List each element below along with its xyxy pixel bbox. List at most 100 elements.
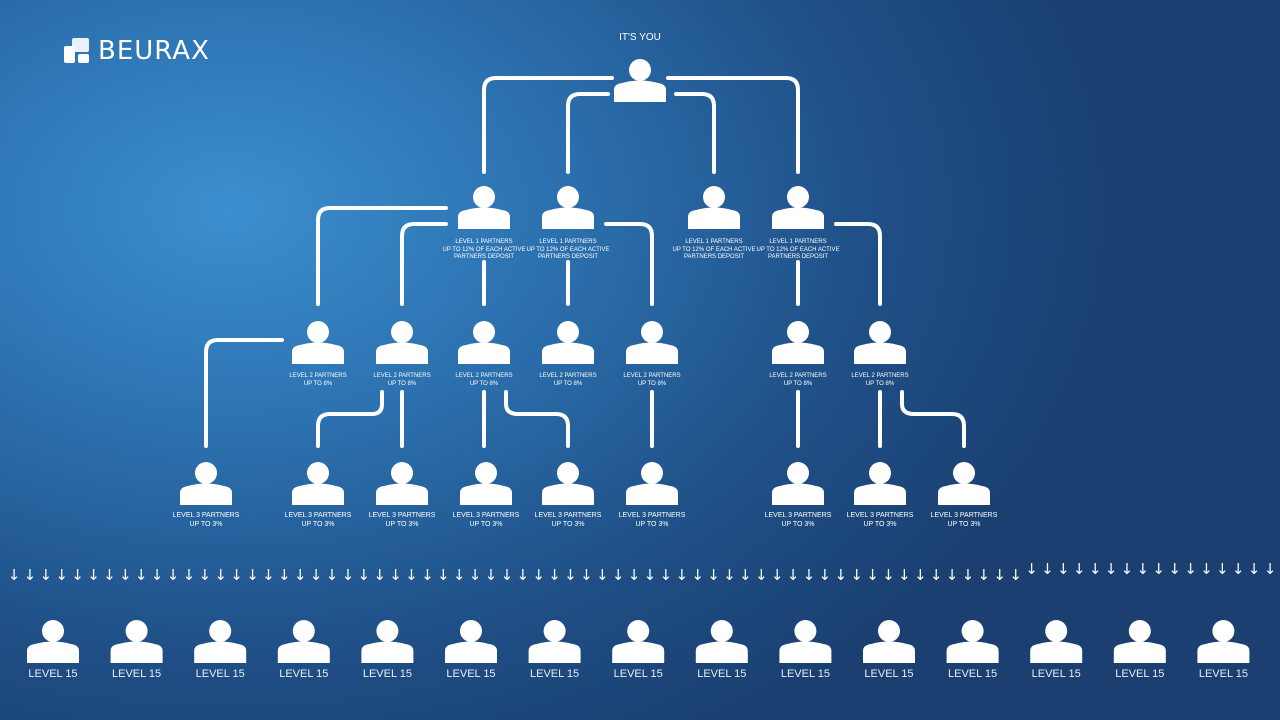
down-arrow-icon: ↓ [1216, 560, 1229, 578]
connector-line [666, 76, 800, 174]
level3-title: LEVEL 3 PARTNERS [369, 512, 436, 519]
level15-person-icon [779, 620, 832, 663]
person-body-icon [772, 207, 824, 229]
person-body-icon [458, 207, 510, 229]
down-arrow-icon: ↓ [1137, 560, 1150, 578]
person-body-icon [688, 207, 740, 229]
person-head-icon [557, 462, 579, 484]
person-head-icon [1128, 620, 1151, 642]
level15-person-icon [1197, 620, 1250, 663]
down-arrow-icon: ↓ [342, 566, 355, 584]
brand-name: BEURAX [98, 36, 210, 66]
person-body-icon [292, 342, 344, 364]
level3-detail: UP TO 3% [385, 521, 418, 528]
person-body-icon [27, 641, 79, 663]
down-arrow-icon: ↓ [1200, 560, 1213, 578]
down-arrow-icon: ↓ [246, 566, 259, 584]
person-head-icon [641, 321, 663, 343]
down-arrow-icon: ↓ [1009, 566, 1022, 584]
person-body-icon [194, 641, 247, 663]
person-head-icon [292, 620, 315, 642]
connector-line [900, 390, 966, 448]
connector-line [604, 222, 654, 306]
person-head-icon [787, 186, 809, 208]
person-head-icon [869, 321, 891, 343]
person-head-icon [557, 186, 579, 208]
person-body-icon [542, 483, 594, 505]
level3-person-icon [626, 462, 678, 505]
down-arrow-icon: ↓ [1073, 560, 1086, 578]
logo-mark-icon [64, 38, 90, 64]
person-body-icon [863, 641, 915, 663]
level2-person-icon [376, 321, 428, 364]
level3-title: LEVEL 3 PARTNERS [847, 512, 914, 519]
person-body-icon [626, 342, 678, 364]
level2-detail: UP TO 8% [470, 381, 499, 387]
person-head-icon [629, 59, 651, 81]
down-arrow-icon: ↓ [819, 566, 832, 584]
level3-detail: UP TO 3% [189, 521, 222, 528]
level1-person-icon [688, 186, 740, 229]
level15-label: LEVEL 15 [196, 668, 245, 680]
level15-person-icon [110, 620, 163, 663]
level1-detail: UP TO 12% OF EACH ACTIVE [526, 247, 609, 253]
down-arrow-icon: ↓ [1232, 560, 1245, 578]
down-arrow-icon: ↓ [469, 566, 482, 584]
person-body-icon [376, 342, 428, 364]
level2-detail: UP TO 8% [388, 381, 417, 387]
person-head-icon [641, 462, 663, 484]
level15-label: LEVEL 15 [530, 668, 579, 680]
root-person-icon [614, 59, 666, 102]
level2-detail: UP TO 8% [638, 381, 667, 387]
person-head-icon [42, 620, 64, 642]
person-head-icon [1212, 620, 1235, 642]
person-body-icon [445, 641, 497, 663]
connector-line [316, 206, 448, 306]
person-head-icon [307, 321, 329, 343]
level15-label: LEVEL 15 [446, 668, 495, 680]
down-arrow-icon: ↓ [675, 566, 688, 584]
person-body-icon [772, 342, 824, 364]
person-body-icon [180, 483, 232, 505]
level2-detail: UP TO 8% [554, 381, 583, 387]
down-arrow-icon: ↓ [71, 566, 84, 584]
down-arrow-icon: ↓ [501, 566, 514, 584]
down-arrow-icon: ↓ [1041, 560, 1054, 578]
down-arrow-icon: ↓ [1184, 560, 1197, 578]
person-body-icon [1113, 641, 1166, 663]
level2-person-icon [292, 321, 344, 364]
person-body-icon [626, 483, 678, 505]
level1-title: LEVEL 1 PARTNERS [539, 239, 596, 245]
person-head-icon [473, 321, 495, 343]
down-arrow-icon: ↓ [914, 566, 927, 584]
down-arrow-icon: ↓ [1025, 560, 1038, 578]
level3-person-icon [180, 462, 232, 505]
level1-title: LEVEL 1 PARTNERS [769, 239, 826, 245]
level3-title: LEVEL 3 PARTNERS [619, 512, 686, 519]
level1-person-icon [772, 186, 824, 229]
person-head-icon [473, 186, 495, 208]
level3-person-icon [376, 462, 428, 505]
down-arrow-icon: ↓ [1264, 560, 1277, 578]
down-arrow-icon: ↓ [787, 566, 800, 584]
person-body-icon [376, 483, 428, 505]
down-arrow-icon: ↓ [755, 566, 768, 584]
connector-line [400, 222, 448, 306]
level15-label: LEVEL 15 [28, 668, 77, 680]
root-label: IT'S YOU [619, 32, 661, 43]
down-arrow-icon: ↓ [421, 566, 434, 584]
down-arrow-icon: ↓ [294, 566, 307, 584]
down-arrow-icon: ↓ [24, 566, 37, 584]
level1-person-icon [542, 186, 594, 229]
level3-person-icon [292, 462, 344, 505]
level2-title: LEVEL 2 PARTNERS [769, 373, 826, 379]
down-arrow-icon: ↓ [151, 566, 164, 584]
level3-detail: UP TO 3% [635, 521, 668, 528]
person-body-icon [946, 641, 999, 663]
connector-line [834, 222, 882, 306]
level15-label: LEVEL 15 [112, 668, 161, 680]
down-arrow-icon: ↓ [87, 566, 100, 584]
person-head-icon [794, 620, 817, 642]
level3-detail: UP TO 3% [469, 521, 502, 528]
down-arrow-icon: ↓ [898, 566, 911, 584]
